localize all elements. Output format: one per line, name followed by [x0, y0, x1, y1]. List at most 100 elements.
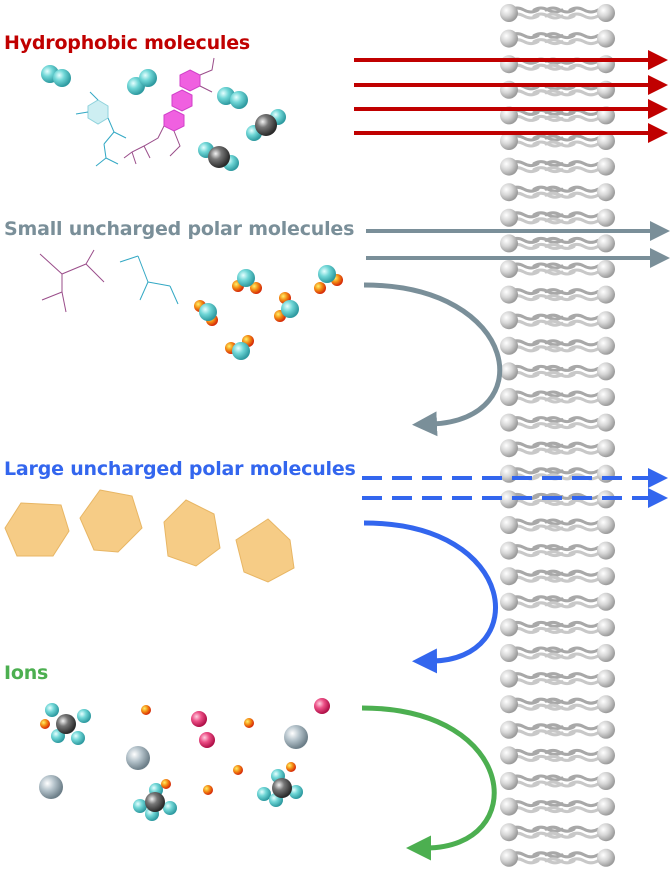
lipid-tail	[568, 89, 600, 97]
lipid-tail	[568, 646, 600, 654]
large-polar-molecules-group	[4, 468, 668, 674]
ion-pink	[199, 732, 215, 748]
lipid-tail	[568, 12, 600, 20]
lipid-tail	[568, 544, 600, 552]
lipid-head	[500, 848, 518, 867]
small-polar-deflected-arrow	[363, 282, 503, 437]
lipid-bilayer-membrane	[500, 4, 615, 867]
lipid-tail	[568, 370, 600, 378]
lipid-tail	[568, 601, 600, 609]
lipid-head	[500, 490, 518, 509]
water-molecule	[274, 292, 299, 322]
lipid-head	[500, 183, 518, 202]
lipid-tail	[568, 236, 600, 244]
lipid-tail	[544, 825, 576, 833]
lipid-head	[500, 208, 518, 227]
lipid-tail	[544, 729, 576, 737]
ion-grey	[39, 775, 63, 799]
ion-pink	[314, 698, 330, 714]
lipid-tail	[544, 390, 576, 398]
lipid-tail	[544, 6, 576, 14]
lipid-tail	[544, 678, 576, 686]
lipid-tail	[568, 217, 600, 225]
lipid-tail	[544, 217, 576, 225]
lipid-head	[500, 234, 518, 253]
lipid-head	[597, 29, 615, 48]
ion-orange	[233, 765, 243, 775]
diatomic-molecule	[217, 87, 248, 109]
ions-group	[39, 698, 497, 861]
lipid-head	[500, 644, 518, 662]
lipid-tail	[544, 364, 576, 372]
lipid-head	[500, 541, 518, 560]
lipid-tail	[568, 319, 600, 327]
lipid-tail	[568, 697, 600, 705]
lipid-tail	[568, 6, 600, 14]
lipid-tail	[544, 754, 576, 762]
lipid-tail	[568, 780, 600, 788]
lipid-head	[500, 336, 518, 355]
lipid-head	[597, 4, 615, 22]
lipid-head	[500, 669, 518, 688]
lipid-tail	[568, 703, 600, 711]
cyan-skeletal-polar-molecule	[119, 255, 179, 305]
water-molecule	[314, 265, 343, 294]
polyatomic-ion	[133, 779, 177, 821]
lipid-tail	[544, 114, 576, 122]
lipid-tail	[544, 288, 576, 296]
lipid-tail	[568, 288, 600, 296]
lipid-head	[500, 29, 518, 48]
heading-ions: Ions	[4, 662, 49, 684]
lipid-tail	[568, 800, 600, 808]
steroid-like-molecule	[123, 57, 215, 165]
lipid-tail	[544, 851, 576, 859]
lipid-tail	[544, 569, 576, 577]
lipid-tail	[544, 857, 576, 865]
lipid-tail	[568, 774, 600, 782]
lipid-tail	[544, 185, 576, 193]
lipid-tail	[568, 467, 600, 475]
lipid-tail	[544, 697, 576, 705]
lipid-tail	[568, 851, 600, 859]
lipid-tail	[544, 262, 576, 270]
lipid-tail	[568, 441, 600, 449]
heading-small-uncharged-polar-molecules: Small uncharged polar molecules	[4, 218, 355, 240]
lipid-head	[597, 208, 615, 227]
lipid-tail	[568, 364, 600, 372]
heading-hydrophobic-molecules: Hydrophobic molecules	[4, 32, 251, 54]
lipid-tail	[568, 672, 600, 680]
lipid-tail	[544, 646, 576, 654]
lipid-tail	[544, 416, 576, 424]
lipid-head	[500, 362, 518, 381]
lipid-tail	[568, 422, 600, 430]
lipid-tail	[544, 89, 576, 97]
lipid-tail	[544, 236, 576, 244]
lipid-head	[500, 592, 518, 611]
lipid-tail	[544, 211, 576, 219]
lipid-tail	[568, 396, 600, 404]
lipid-tail	[568, 569, 600, 577]
lipid-tail	[544, 63, 576, 71]
lipid-tail	[544, 313, 576, 321]
lipid-tail	[568, 345, 600, 353]
lipid-tail	[568, 211, 600, 219]
large-polar-deflected-arrow	[363, 520, 498, 674]
lipid-head	[500, 464, 518, 483]
lipid-head	[597, 797, 615, 816]
lipid-tail	[544, 575, 576, 583]
lipid-tail	[568, 140, 600, 148]
lipid-tail	[568, 390, 600, 398]
lipid-tail	[568, 748, 600, 756]
hexagon-molecule	[235, 518, 295, 583]
lipid-tail	[568, 191, 600, 199]
small-polar-molecules-group	[39, 221, 670, 437]
lipid-head	[597, 388, 615, 406]
lipid-head	[597, 669, 615, 688]
ion-grey	[284, 725, 308, 749]
water-molecule	[194, 300, 218, 326]
lipid-tail	[544, 370, 576, 378]
hexagon-molecule	[79, 489, 143, 553]
lipid-tail	[544, 339, 576, 347]
lipid-head	[500, 618, 518, 637]
lipid-head	[597, 695, 615, 714]
